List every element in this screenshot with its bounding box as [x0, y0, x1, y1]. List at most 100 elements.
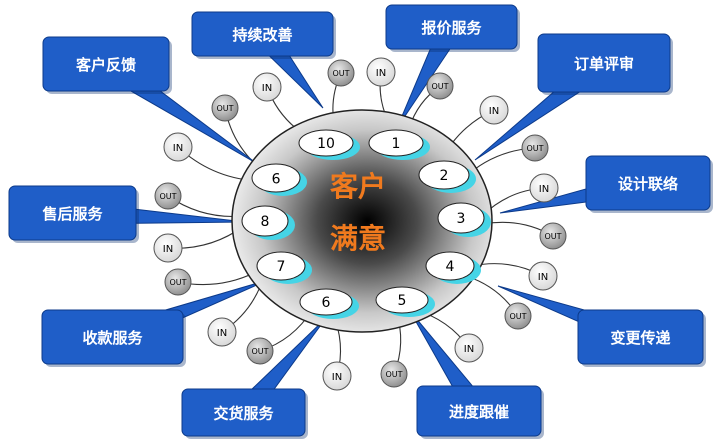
io-label: OUT [216, 104, 233, 113]
callout-box-8: 收款服务 [41, 309, 186, 367]
node-number: 5 [398, 293, 407, 309]
out-port [246, 337, 274, 365]
io-terminal-out: OUT [539, 222, 567, 250]
io-terminal-in: IN [528, 261, 558, 291]
node-oval [256, 251, 306, 281]
io-terminal-out: OUT [504, 302, 532, 330]
callout-rect [537, 33, 671, 93]
callout-box-3: 客户反馈 [42, 36, 172, 94]
process-node-5: 5 [375, 286, 435, 317]
in-port [163, 132, 193, 162]
io-label: OUT [332, 69, 349, 78]
callout-label: 设计联络 [618, 175, 678, 193]
io-terminal-in: IN [454, 333, 484, 363]
node-number: 3 [457, 211, 466, 227]
callout-box-10: 进度跟催 [416, 385, 544, 439]
callout-label: 客户反馈 [75, 56, 136, 74]
io-label: IN [489, 106, 499, 117]
io-label: IN [163, 244, 173, 255]
out-port [211, 94, 239, 122]
out-port [504, 302, 532, 330]
io-label: OUT [385, 370, 402, 379]
in-port [529, 173, 559, 203]
io-terminal-out: OUT [211, 94, 239, 122]
callout-rect [585, 155, 711, 211]
io-terminal-out: OUT [246, 337, 274, 365]
callout-box-5: 设计联络 [585, 155, 713, 213]
node-oval [375, 286, 429, 314]
io-terminals: IN OUT IN OUT OUT IN IN OUT OUT IN IN OUT OUT IN IN OUT… [153, 57, 567, 391]
callout-rect [577, 309, 704, 365]
process-node-10: 10 [298, 129, 360, 160]
callout-rect [181, 388, 306, 437]
io-terminal-out: OUT [327, 59, 355, 87]
callout-label: 售后服务 [42, 205, 103, 223]
out-port [426, 72, 454, 100]
out-port [327, 59, 355, 87]
io-label: IN [376, 68, 386, 79]
io-terminal-out: OUT [380, 360, 408, 388]
callout-box-4: 订单评审 [537, 33, 673, 95]
in-port [454, 333, 484, 363]
callout-rect [416, 385, 542, 437]
io-terminal-in: IN [163, 132, 193, 162]
io-label: IN [538, 272, 548, 283]
node-oval [299, 288, 353, 316]
io-label: OUT [544, 232, 561, 241]
callout-label: 进度跟催 [449, 403, 509, 421]
io-terminal-out: OUT [164, 268, 192, 296]
io-label: OUT [169, 278, 186, 287]
io-label: IN [173, 143, 183, 154]
in-port [207, 317, 237, 347]
node-oval [368, 129, 424, 157]
io-label: IN [217, 328, 227, 339]
io-label: IN [262, 83, 272, 94]
node-number: 4 [446, 259, 455, 275]
io-label: IN [539, 184, 549, 195]
callout-label: 订单评审 [574, 55, 634, 73]
in-port [252, 72, 282, 102]
node-oval [241, 205, 289, 237]
callout-rect [385, 4, 518, 50]
process-node-7: 7 [256, 251, 312, 284]
io-terminal-in: IN [366, 57, 396, 87]
in-port [322, 361, 352, 391]
io-label: OUT [431, 82, 448, 91]
process-node-9: 9 [251, 163, 307, 196]
process-node-1: 1 [368, 129, 430, 160]
io-terminal-in: IN [252, 72, 282, 102]
out-port [164, 268, 192, 296]
callout-box-9: 交货服务 [181, 388, 308, 439]
process-node-8: 8 [241, 205, 295, 240]
io-terminal-out: OUT [426, 72, 454, 100]
node-number: 6 [322, 295, 331, 311]
callout-label: 持续改善 [232, 26, 292, 44]
node-number: 10 [317, 136, 335, 152]
process-node-4: 4 [425, 251, 481, 284]
io-terminal-in: IN [529, 173, 559, 203]
process-node-2: 2 [418, 160, 476, 193]
callout-box-7: 变更传递 [577, 309, 706, 367]
process-node-6: 6 [299, 288, 359, 319]
callout-box-1: 持续改善 [191, 11, 336, 59]
node-oval [425, 251, 475, 281]
callout-label: 交货服务 [213, 405, 274, 423]
in-port [479, 95, 509, 125]
out-port [539, 222, 567, 250]
callout-box-2: 报价服务 [385, 4, 520, 52]
out-port [380, 360, 408, 388]
process-node-3: 3 [437, 202, 491, 237]
node-number: 8 [261, 214, 270, 230]
center-text-line2: 满意 [330, 222, 386, 255]
io-terminal-in: IN [207, 317, 237, 347]
io-terminal-in: IN [153, 233, 183, 263]
io-terminal-out: OUT [521, 134, 549, 162]
center-label: 客户 满意 [330, 170, 386, 255]
node-number: 7 [277, 259, 286, 275]
in-port [153, 233, 183, 263]
io-terminal-in: IN [479, 95, 509, 125]
io-label: IN [464, 344, 474, 355]
io-label: OUT [159, 192, 176, 201]
